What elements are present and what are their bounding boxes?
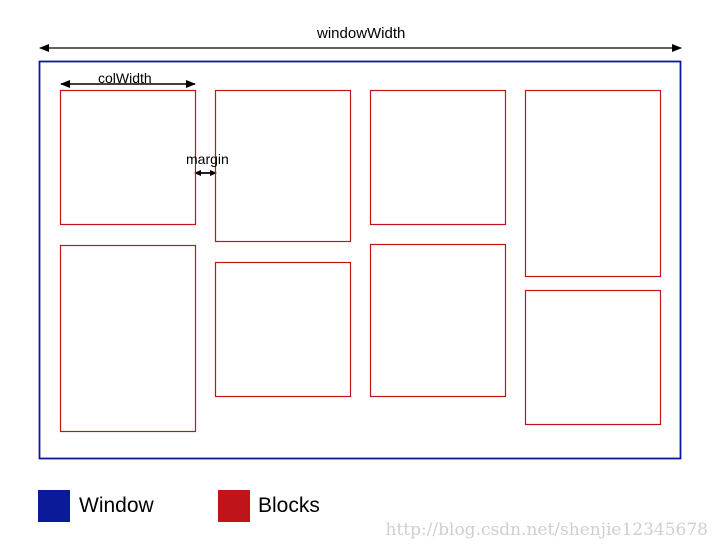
block: [214, 261, 352, 398]
block: [369, 89, 507, 226]
legend-window-label: Window: [79, 494, 154, 517]
col-width-label: colWidth: [98, 70, 152, 86]
legend-blocks-label: Blocks: [258, 494, 320, 517]
block: [524, 289, 662, 426]
legend-window-swatch: [38, 490, 70, 522]
legend-blocks-swatch: [218, 490, 250, 522]
block: [369, 243, 507, 398]
block: [524, 89, 662, 278]
window-width-label: windowWidth: [317, 25, 406, 42]
watermark: http://blog.csdn.net/shenjie12345678: [385, 520, 708, 540]
block: [59, 244, 197, 433]
block: [59, 89, 197, 226]
block: [214, 89, 352, 243]
margin-label: margin: [186, 151, 229, 167]
window-frame: [38, 60, 682, 460]
